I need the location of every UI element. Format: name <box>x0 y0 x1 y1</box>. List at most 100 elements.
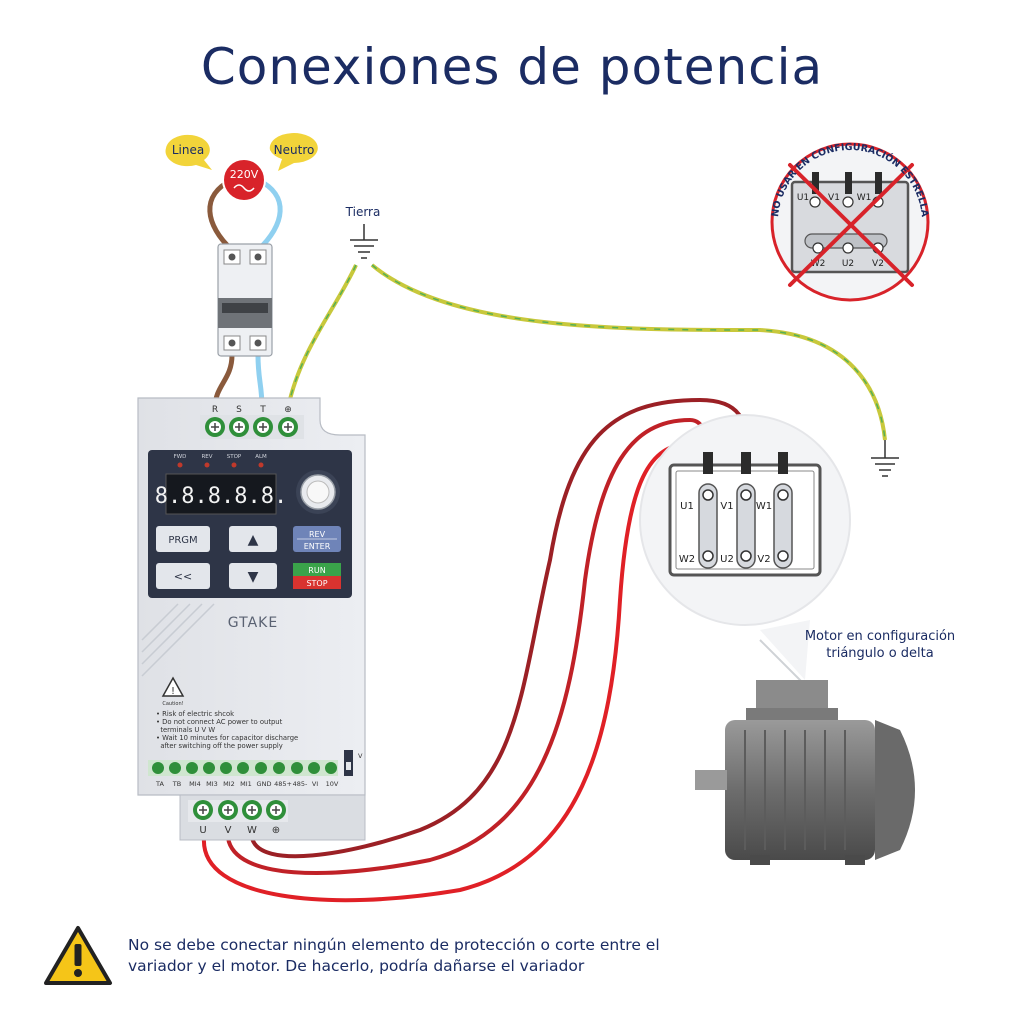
ctrl-terminal-485n: 485- <box>293 780 308 788</box>
caution-line-4: • Wait 10 minutes for capacitor discharg… <box>156 734 298 742</box>
caution-line-2: • Do not connect AC power to output <box>156 718 283 726</box>
terminal-w-label: W <box>247 825 257 836</box>
star-terminal-w2: W2 <box>811 259 826 269</box>
warning-triangle-icon <box>44 926 112 985</box>
ground-label: Tierra <box>345 205 381 219</box>
switch-label: V <box>358 752 363 760</box>
potentiometer-knob-icon[interactable] <box>296 470 340 514</box>
svg-text:▼: ▼ <box>248 569 259 585</box>
svg-text:RUN: RUN <box>308 566 325 575</box>
power-source: 220V Linea Neutro <box>165 133 318 409</box>
up-button[interactable]: ▲ <box>229 526 277 552</box>
warning-line-1: No se debe conectar ningún elemento de p… <box>128 936 660 954</box>
star-terminal-v1: V1 <box>828 193 840 203</box>
terminal-v-label: V <box>225 825 232 836</box>
ctrl-terminal-mi1: MI1 <box>240 780 252 788</box>
indicator-stop: STOP <box>227 454 242 460</box>
svg-text:!: ! <box>171 686 175 697</box>
motor-caption-line-1: Motor en configuración <box>804 629 956 644</box>
star-terminal-v2: V2 <box>872 259 884 269</box>
voltage-source-icon <box>222 158 266 202</box>
terminal-t-label: T <box>259 405 266 415</box>
led-stop-icon <box>231 462 237 468</box>
motor-caption-line-2: triángulo o delta <box>826 646 934 661</box>
led-fwd-icon <box>177 462 183 468</box>
line-callout: Linea <box>165 134 212 170</box>
warning-line-2: variador y el motor. De hacerlo, podría … <box>128 957 585 975</box>
caution-label: Caution! <box>162 701 183 707</box>
delta-link-w <box>773 483 793 569</box>
wire-v <box>226 417 710 875</box>
star-terminal-u2: U2 <box>842 259 854 269</box>
delta-terminal-w1: W1 <box>756 501 772 512</box>
caution-line-5: after switching off the power supply <box>156 742 283 750</box>
prgm-button[interactable]: PRGM <box>156 526 210 552</box>
star-config-forbidden: U1 V1 W1 W2 U2 V2 NO USAR EN CONFIGURACI… <box>770 142 930 302</box>
led-alm-icon <box>258 462 264 468</box>
ground-icon <box>350 224 378 259</box>
svg-text:<<: << <box>174 570 192 583</box>
svg-text:REV: REV <box>309 530 326 539</box>
ctrl-terminal-tb: TB <box>172 780 181 788</box>
neutral-wire <box>256 177 283 252</box>
ctrl-terminal-485p: 485+ <box>274 780 292 788</box>
ctrl-terminal-ta: TA <box>155 780 164 788</box>
caution-line-1: • Risk of electric shcok <box>156 710 234 718</box>
indicator-alm: ALM <box>255 454 267 460</box>
neutral-callout: Neutro <box>269 133 318 171</box>
delta-lugs <box>703 452 788 474</box>
star-terminal-u1: U1 <box>797 193 809 203</box>
forbidden-circle-icon <box>770 142 930 302</box>
delta-terminal-u2: U2 <box>720 554 734 565</box>
delta-link-v <box>736 483 756 569</box>
ctrl-terminal-mi3: MI3 <box>206 780 218 788</box>
keypad-panel: FWD REV STOP ALM 8.8.8.8.8. <box>148 450 352 598</box>
ground-icon-motor <box>871 440 899 477</box>
ground-network: Tierra <box>286 205 899 477</box>
star-terminal-w1: W1 <box>857 193 872 203</box>
wire-w <box>250 397 750 859</box>
ground-wire-motor <box>370 263 887 441</box>
ground-wire-vfd-stripe <box>287 264 357 409</box>
shift-button[interactable]: << <box>156 563 210 589</box>
page-title: Conexiones de potencia <box>200 38 824 96</box>
led-display <box>165 473 277 515</box>
led-rev-icon <box>204 462 210 468</box>
rev-enter-button[interactable]: REV ENTER <box>293 526 341 552</box>
down-button[interactable]: ▼ <box>229 563 277 589</box>
forbidden-cross-icon <box>788 163 914 287</box>
output-terminal-block: U V W ⊕ <box>188 800 288 836</box>
control-terminal-block: TA TB MI4 MI3 MI2 MI1 GND 485+ 485- VI 1… <box>148 750 363 788</box>
terminal-s-label: S <box>236 405 242 415</box>
svg-text:▲: ▲ <box>248 532 259 548</box>
delta-terminal-u1: U1 <box>680 501 694 512</box>
svg-text:STOP: STOP <box>306 579 327 588</box>
delta-terminal-callout: U1 V1 W1 W2 U2 V2 <box>639 414 851 680</box>
input-terminal-block: R S T ⊕ <box>200 405 304 439</box>
warning-note: No se debe conectar ningún elemento de p… <box>128 935 828 977</box>
terminal-u-label: U <box>199 825 206 836</box>
run-stop-button[interactable]: RUN STOP <box>293 563 341 589</box>
vfd-drive: R S T ⊕ FWD REV STOP ALM 8.8.8.8.8. <box>137 397 366 841</box>
svg-text:Linea: Linea <box>172 143 204 157</box>
ctrl-terminal-mi2: MI2 <box>223 780 235 788</box>
svg-text:ENTER: ENTER <box>304 542 331 551</box>
voltage-label: 220V <box>230 168 259 181</box>
brand-logo: GTAKE <box>228 615 278 631</box>
delta-terminal-v2: V2 <box>757 554 770 565</box>
terminal-r-label: R <box>212 405 218 415</box>
motor-caption: Motor en configuración triángulo o delta <box>780 628 980 662</box>
indicator-fwd: FWD <box>174 454 187 460</box>
circuit-breaker <box>217 243 273 357</box>
svg-text:Neutro: Neutro <box>274 143 315 157</box>
vent-stripes <box>141 603 215 677</box>
delta-link-u <box>698 483 718 569</box>
caution-line-3: terminals U V W <box>156 726 215 734</box>
display-value: 8.8.8.8.8. <box>155 484 287 509</box>
ctrl-terminal-vi: VI <box>312 780 318 788</box>
svg-text:PRGM: PRGM <box>168 535 197 546</box>
caution-icon: ! <box>161 676 185 697</box>
ctrl-terminal-gnd: GND <box>257 780 272 788</box>
